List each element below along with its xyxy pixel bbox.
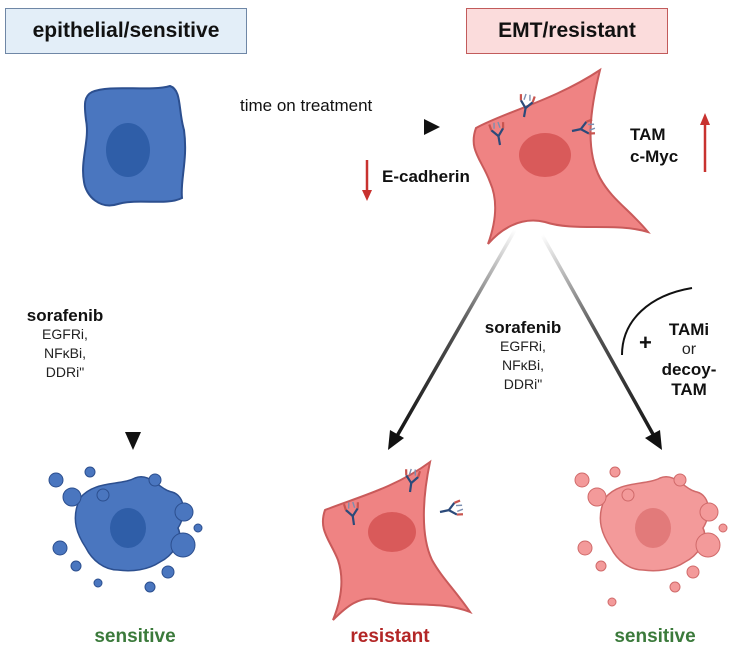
outcome-middle: resistant [350, 626, 430, 647]
combination-plus: + [639, 330, 652, 355]
sensitive-red-cell [574, 466, 728, 607]
resistant-arrow [395, 229, 517, 437]
cmyc-label: c-Myc [630, 147, 679, 166]
combo-line-3: decoy- [661, 360, 717, 379]
mid-drug-3: DDRi" [503, 376, 543, 392]
mid-drug-main: sorafenib [484, 318, 562, 337]
sensitive-arrow [540, 234, 656, 437]
left-drug-main: sorafenib [26, 306, 104, 325]
header-right-label: EMT/resistant [498, 19, 636, 42]
combination-list: TAMi or decoy- TAM [656, 320, 722, 400]
outcome-right: sensitive [614, 626, 696, 647]
time-arrow-head [424, 119, 440, 135]
mid-drug-2: NFκBi, [502, 357, 544, 373]
combo-line-4: TAM [671, 380, 707, 399]
time-on-treatment-label: time on treatment [240, 96, 373, 115]
left-drug-3: DDRi" [45, 364, 85, 380]
mid-drug-list: sorafenib EGFRi, NFκBi, DDRi" [480, 318, 566, 394]
left-drug-1: EGFRi, [42, 326, 88, 342]
left-drug-2: NFκBi, [44, 345, 86, 361]
combination-arc [621, 287, 693, 356]
outcome-left: sensitive [94, 626, 176, 647]
emt-cell [472, 67, 651, 245]
mid-drug-1: EGFRi, [500, 338, 546, 354]
combo-line-1: TAMi [668, 320, 710, 339]
ecadherin-label: E-cadherin [382, 167, 470, 186]
sensitive-blue-cell [48, 466, 203, 593]
header-left-label: epithelial/sensitive [32, 19, 220, 42]
epithelial-sensitive-header: epithelial/sensitive [5, 8, 247, 54]
resistant-red-cell [321, 459, 473, 621]
emt-resistant-header: EMT/resistant [466, 8, 668, 54]
left-drug-list: sorafenib EGFRi, NFκBi, DDRi" [22, 306, 108, 382]
tam-label: TAM [630, 125, 666, 144]
combo-line-2: or [681, 341, 697, 358]
epithelial-cell [82, 84, 187, 207]
